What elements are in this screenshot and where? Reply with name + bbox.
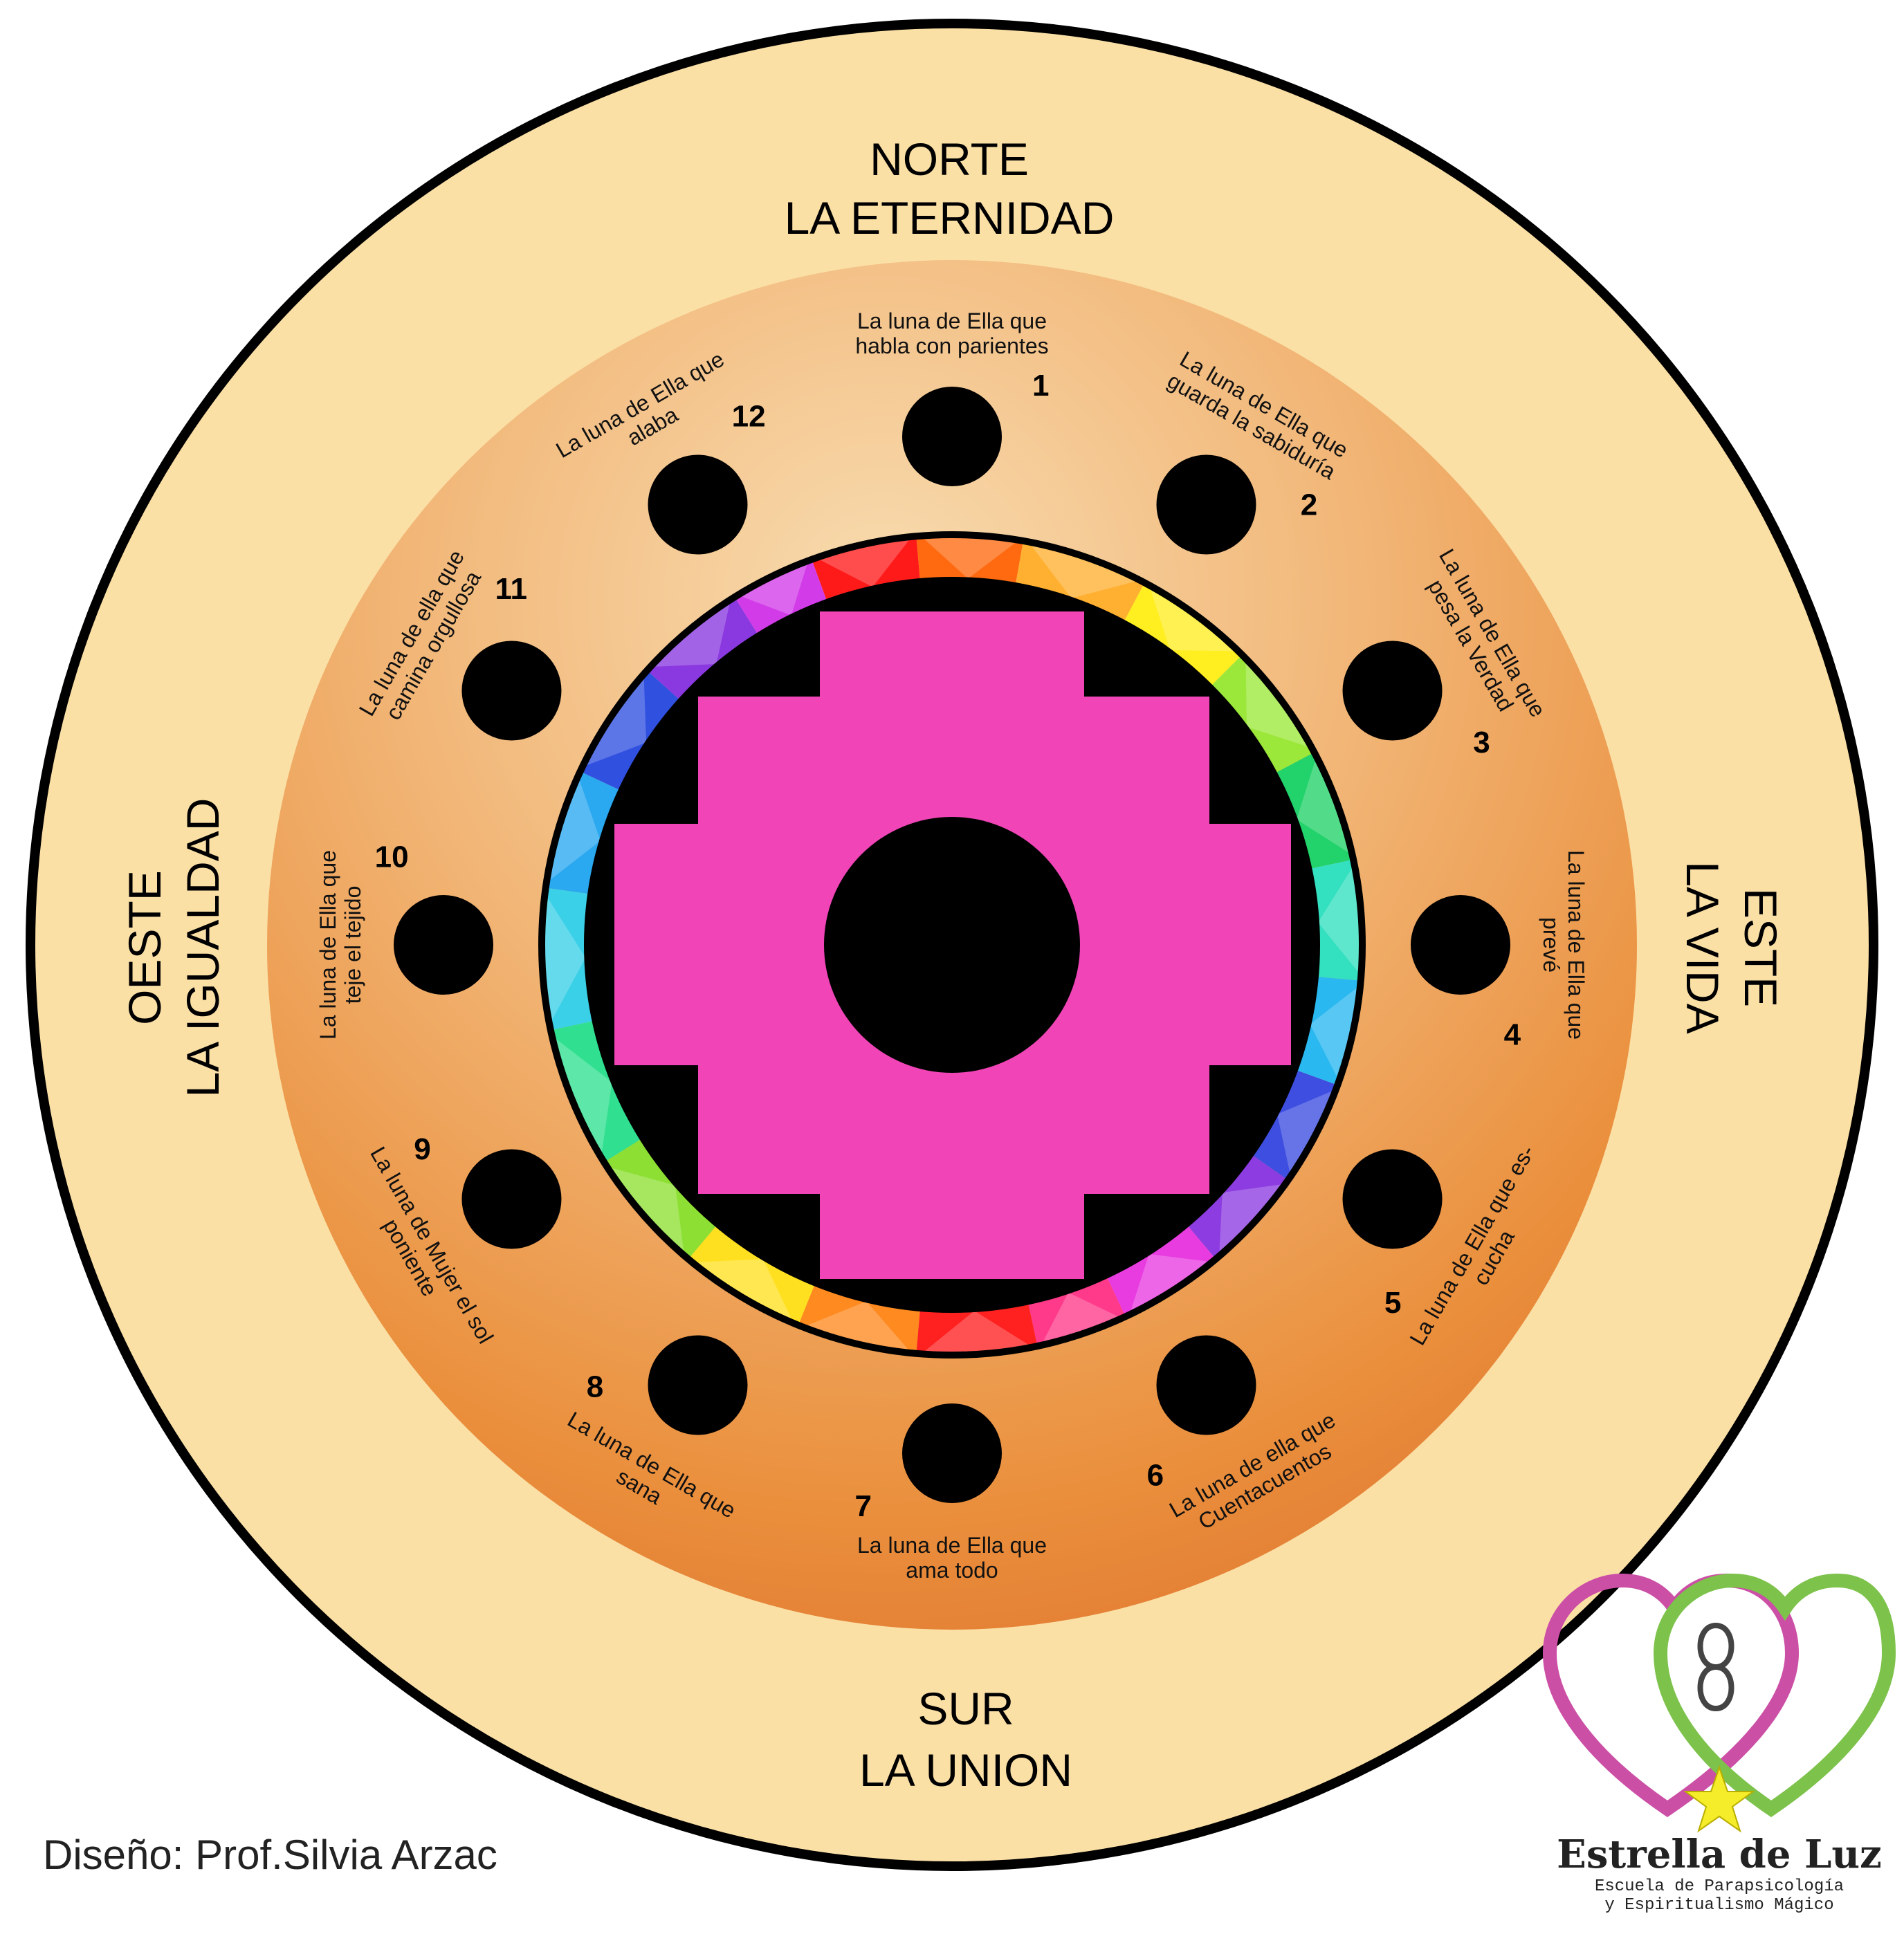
rainbow-facet — [542, 887, 586, 1031]
star-icon — [1683, 1765, 1756, 1833]
moon-label-line: ama todo — [906, 1558, 998, 1583]
rainbow-facet — [1297, 750, 1358, 859]
rainbow-segment — [732, 555, 830, 641]
rainbow-facet — [1310, 981, 1362, 1087]
rainbow-facet — [1024, 536, 1147, 598]
east-title: ESTE — [1735, 888, 1786, 1007]
east-label: ESTE LA VIDA — [1677, 861, 1786, 1033]
rainbow-ring-border — [538, 531, 1366, 1359]
moon-number-1: 1 — [1032, 369, 1049, 403]
moon-label-line: habla con parientes — [855, 333, 1048, 358]
moon-label-line: La luna de Ella que — [315, 850, 340, 1040]
rainbow-segment — [685, 1220, 818, 1330]
west-title: OESTE — [119, 870, 170, 1025]
moon-label-line: teje el tejido — [340, 886, 365, 1004]
moon-number-10: 10 — [375, 840, 409, 874]
rainbow-facet — [915, 1311, 1038, 1355]
moon-number-7: 7 — [854, 1489, 871, 1523]
rainbow-segment — [643, 593, 762, 705]
rainbow-facet — [809, 535, 916, 587]
rainbow-segment — [600, 1135, 721, 1263]
moon-circle-8 — [648, 1335, 748, 1435]
north-label: NORTE LA ETERNIDAD — [785, 133, 1115, 243]
rainbow-segment — [1246, 1067, 1342, 1184]
moon-circle-7 — [902, 1403, 1002, 1503]
logo-tagline-2: y Espiritualismo Mágico — [1604, 1896, 1833, 1915]
moon-number-8: 8 — [587, 1370, 603, 1403]
west-subtitle: LA IGUALDAD — [177, 798, 228, 1098]
moon-circle-12 — [648, 454, 748, 555]
rainbow-segment — [1014, 536, 1147, 627]
west-label: OESTE LA IGUALDAD — [119, 798, 228, 1098]
rainbow-segment — [546, 1020, 648, 1165]
moon-label-line: La luna de Ella que — [857, 308, 1047, 333]
moon-number-4: 4 — [1504, 1017, 1521, 1051]
north-title: NORTE — [870, 133, 1029, 185]
design-credit: Diseño: Prof.Silvia Arzac — [43, 1832, 497, 1878]
logo-name: Estrella de Luz — [1557, 1832, 1882, 1877]
moon-number-6: 6 — [1147, 1459, 1164, 1493]
center-circle — [824, 817, 1080, 1073]
north-subtitle: LA ETERNIDAD — [785, 192, 1115, 243]
moon-circle-10 — [394, 895, 493, 995]
moon-circle-2 — [1156, 454, 1256, 555]
logo: Estrella de Luz Escuela de Parapsicologí… — [1542, 1573, 1896, 1915]
rainbow-segment — [915, 535, 1025, 591]
rainbow-segment — [576, 667, 685, 793]
south-subtitle: LA UNION — [859, 1744, 1072, 1796]
infinity-icon — [1697, 1622, 1734, 1712]
logo-tagline-1: Escuela de Parapsicología — [1595, 1877, 1844, 1896]
moon-circle-11 — [461, 641, 562, 741]
moon-circle-3 — [1342, 641, 1443, 741]
moon-label-line: La luna de Ella que — [1564, 850, 1589, 1040]
moon-number-9: 9 — [414, 1132, 430, 1166]
rainbow-segment — [1121, 578, 1246, 691]
rainbow-segment — [1183, 1151, 1292, 1263]
moon-circle-9 — [461, 1149, 562, 1249]
moon-circle-6 — [1156, 1335, 1256, 1435]
south-label: SUR LA UNION — [859, 1683, 1072, 1796]
moon-circle-4 — [1411, 895, 1510, 995]
east-subtitle: LA VIDA — [1677, 861, 1728, 1033]
moon-circle-1 — [902, 387, 1002, 486]
moon-circle-5 — [1342, 1149, 1443, 1249]
moon-number-3: 3 — [1473, 726, 1490, 759]
rainbow-facet — [796, 1301, 916, 1355]
moon-label-line: La luna de Ella que — [857, 1533, 1047, 1558]
south-title: SUR — [917, 1683, 1014, 1734]
moon-number-5: 5 — [1384, 1286, 1401, 1320]
moon-label-line: prevé — [1539, 917, 1564, 973]
moon-number-2: 2 — [1301, 488, 1317, 522]
rainbow-facet — [542, 769, 601, 887]
moon-number-11: 11 — [495, 572, 527, 606]
rainbow-segment — [542, 887, 601, 1031]
heart-green-icon — [1653, 1573, 1896, 1818]
rainbow-segment — [542, 769, 626, 895]
rainbow-facet — [915, 535, 1025, 579]
rainbow-facet — [1038, 1292, 1128, 1351]
rainbow-segment — [1206, 651, 1319, 776]
rainbow-segment — [1104, 1220, 1219, 1321]
moon-number-12: 12 — [732, 399, 766, 433]
rainbow-segment — [1270, 750, 1358, 870]
rainbow-facet — [1318, 858, 1362, 982]
